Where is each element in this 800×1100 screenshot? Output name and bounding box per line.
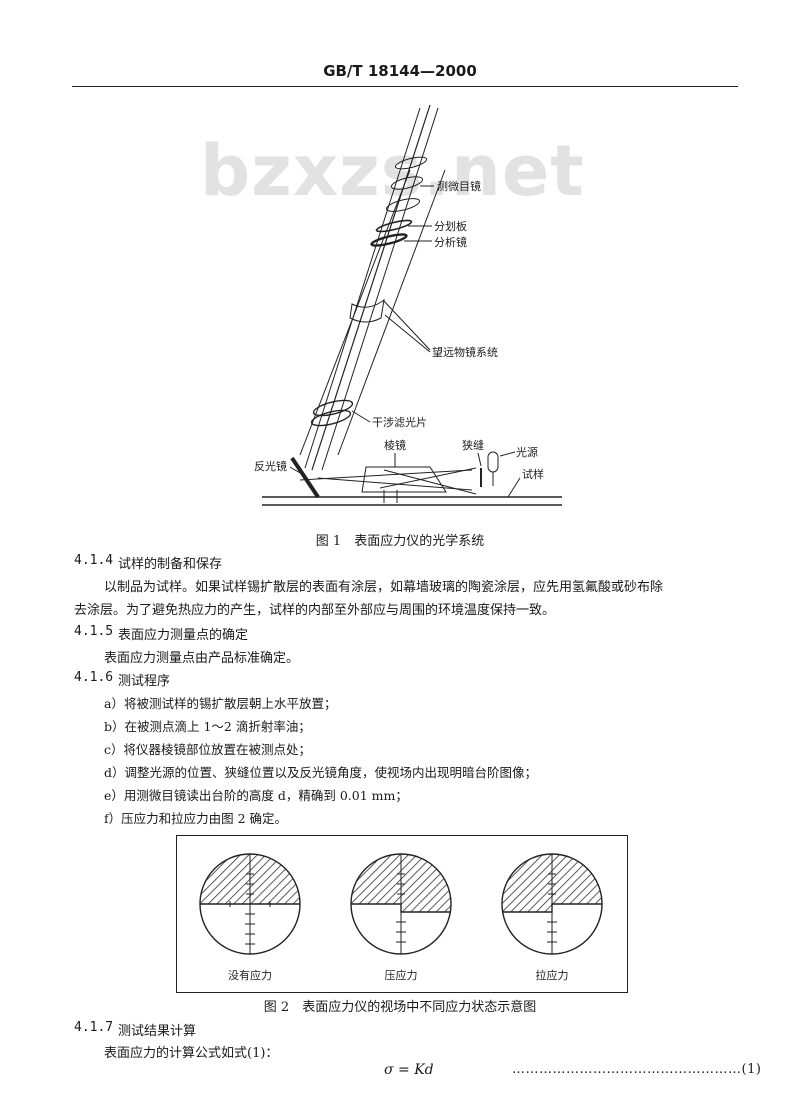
- figure2-caption: 图 2 表面应力仪的视场中不同应力状态示意图: [263, 1000, 537, 1015]
- label-no-stress: 没有应力: [228, 968, 272, 982]
- figure2-frame: 没有应力 压应力 拉应力: [176, 835, 628, 993]
- field-compressive-stress: [350, 853, 452, 955]
- field-tensile-stress: [501, 853, 603, 955]
- section-4-1-7-title: 测试结果计算: [118, 1024, 197, 1039]
- procedure-item-e: e）用测微目镜读出台阶的高度 d，精确到 0.01 mm；: [104, 788, 408, 803]
- section-4-1-7-number: 4.1.7: [74, 1020, 114, 1035]
- procedure-item-d: d）调整光源的位置、狭缝位置以及反光镜角度，使视场内出现明暗台阶图像；: [104, 765, 538, 780]
- section-4-1-4-title: 试样的制备和保存: [118, 557, 223, 572]
- formula-number: (1): [741, 1062, 762, 1077]
- formula-dots: ……………………………………………: [512, 1062, 742, 1077]
- label-prism: 棱镜: [384, 438, 406, 452]
- label-reticle: 分划板: [434, 219, 467, 233]
- figure1-caption: 图 1 表面应力仪的光学系统: [315, 534, 485, 549]
- section-4-1-6-title: 测试程序: [118, 674, 171, 689]
- section-4-1-4-number: 4.1.4: [74, 553, 114, 568]
- section-4-1-5-number: 4.1.5: [74, 624, 114, 639]
- label-eyepiece: 测微目镜: [437, 179, 481, 193]
- section-4-1-4-text-line1: 以制品为试样。如果试样锡扩散层的表面有涂层，如幕墙玻璃的陶瓷涂层，应先用氢氟酸或…: [104, 580, 664, 595]
- label-specimen: 试样: [522, 467, 544, 481]
- formula-expression: σ = Kd: [384, 1062, 434, 1078]
- figure1-optical-diagram: 测微目镜 分划板 分析镜 望远物镜系统 干涉滤光片 棱镜 狭缝 光源 试样 反光…: [254, 104, 562, 506]
- label-interference-filter: 干涉滤光片: [372, 415, 427, 429]
- header-rule: [72, 86, 738, 87]
- label-light-source: 光源: [516, 445, 538, 459]
- field-no-stress: [199, 853, 301, 955]
- formula-leader-dots: ……………………………………………(1): [512, 1062, 761, 1077]
- section-4-1-5-title: 表面应力测量点的确定: [118, 628, 249, 643]
- section-4-1-5-text: 表面应力测量点由产品标准确定。: [104, 651, 300, 666]
- watermark-text: bzxzs.net: [200, 130, 585, 212]
- procedure-item-c: c）将仪器棱镜部位放置在被测点处；: [104, 742, 312, 757]
- label-reflector: 反光镜: [254, 459, 287, 473]
- figure2-diagram: 没有应力 压应力 拉应力: [199, 853, 603, 982]
- section-4-1-7-text: 表面应力的计算公式如式(1)：: [104, 1046, 279, 1061]
- procedure-item-f: f）压应力和拉应力由图 2 确定。: [104, 811, 288, 826]
- procedure-item-b: b）在被测点滴上 1～2 滴折射率油；: [104, 719, 311, 734]
- label-tensile-stress: 拉应力: [536, 968, 569, 982]
- procedure-item-a: a）将被测试样的锡扩散层朝上水平放置；: [104, 696, 337, 711]
- label-slit: 狭缝: [462, 438, 484, 452]
- section-4-1-4-text-line2: 去涂层。为了避免热应力的产生，试样的内部至外部应与周围的环境温度保持一致。: [74, 603, 556, 618]
- label-telescope-objective: 望远物镜系统: [432, 345, 498, 359]
- standard-number-header: GB/T 18144—2000: [323, 62, 477, 80]
- label-compressive-stress: 压应力: [385, 968, 418, 982]
- section-4-1-6-number: 4.1.6: [74, 670, 114, 685]
- label-analyzer: 分析镜: [434, 235, 467, 249]
